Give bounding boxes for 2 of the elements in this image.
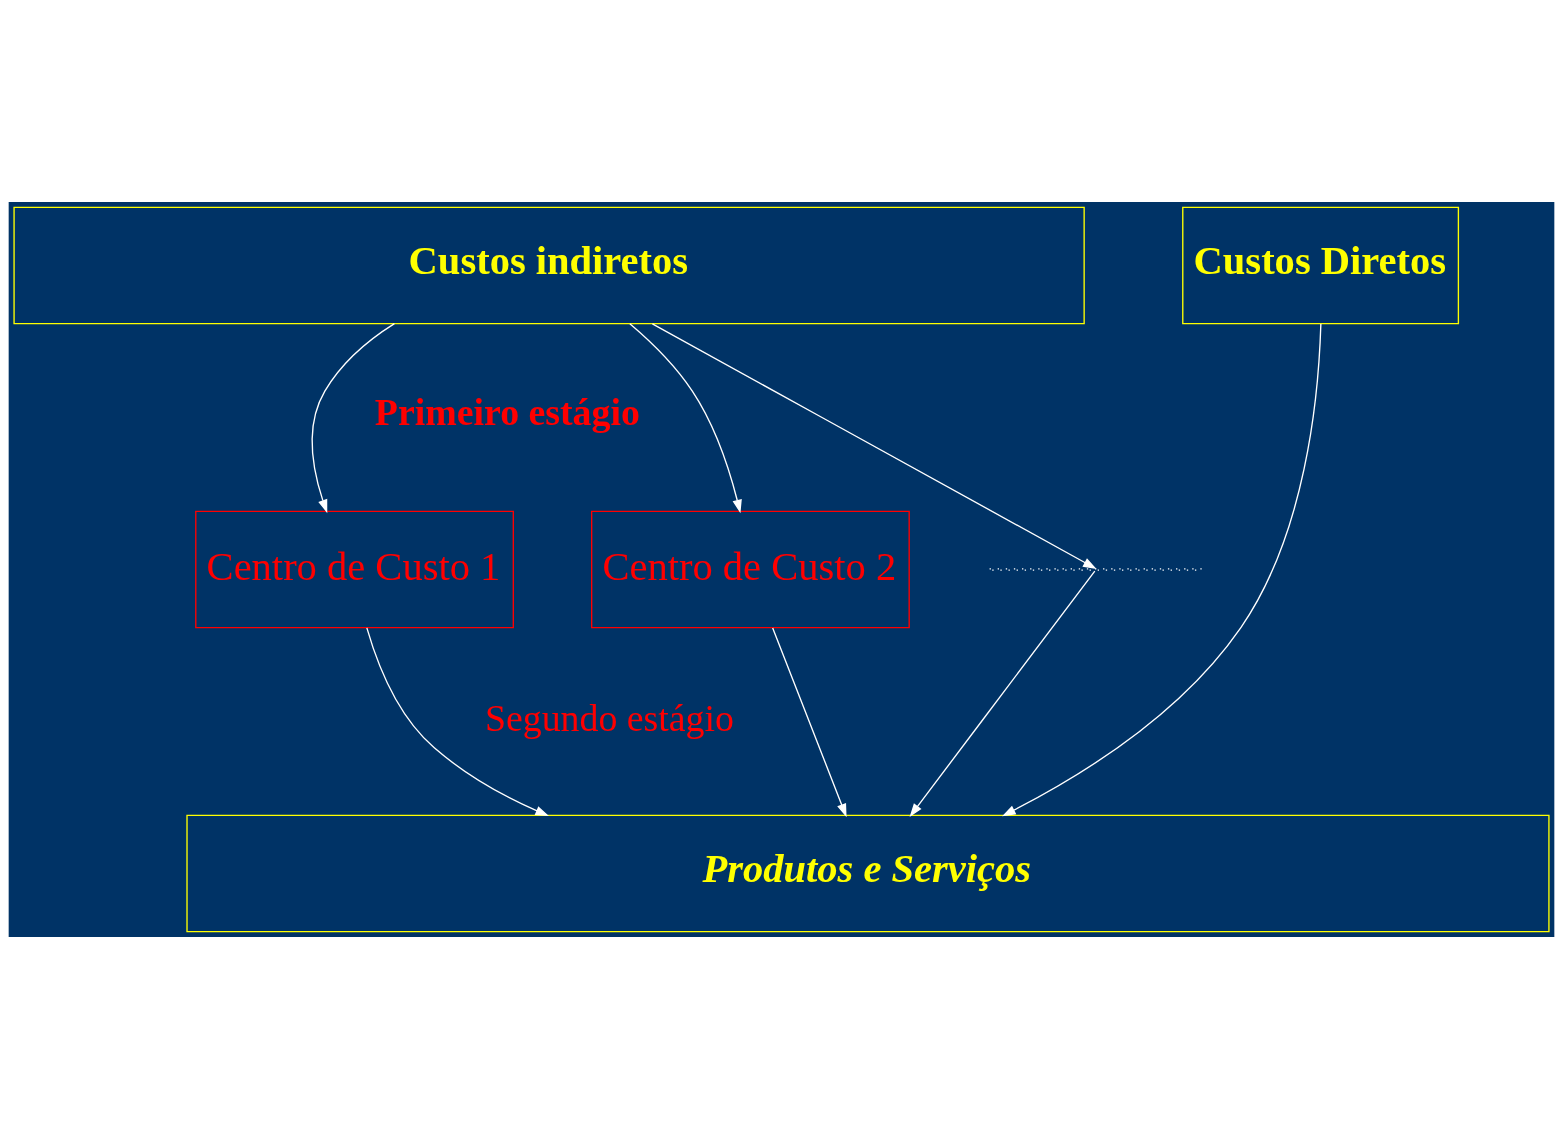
label: Segundo estágio bbox=[484, 696, 734, 739]
label: Primeiro estágio bbox=[374, 391, 640, 434]
